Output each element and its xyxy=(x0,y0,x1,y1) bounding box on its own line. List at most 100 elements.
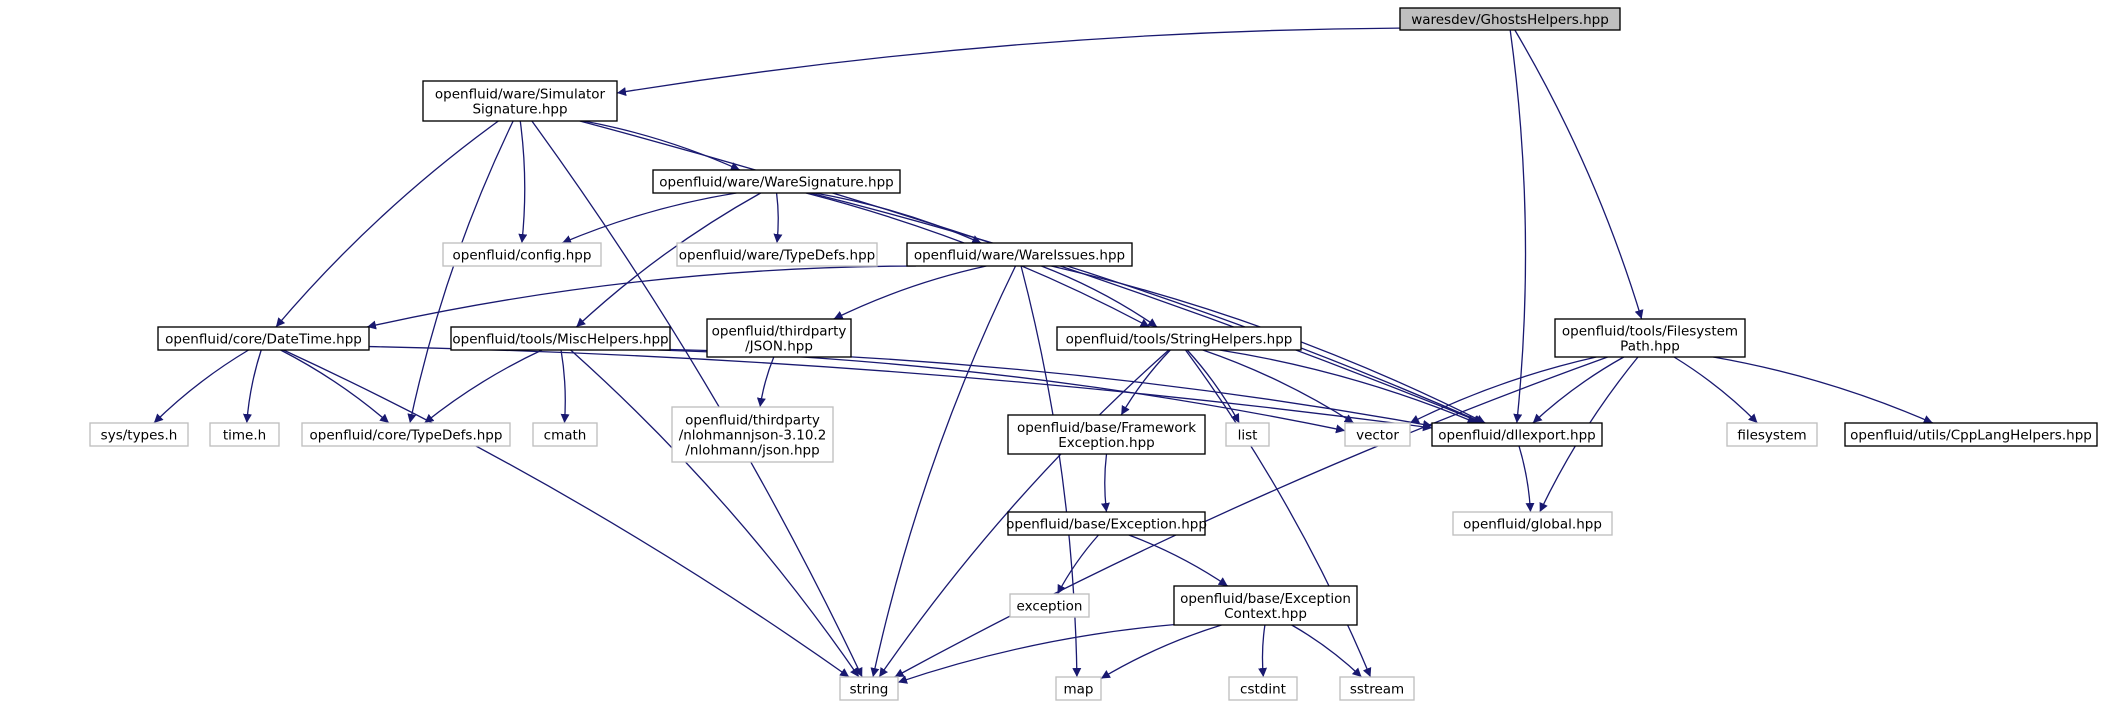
node-label-line: openfluid/dllexport.hpp xyxy=(1438,428,1595,444)
node-box xyxy=(450,326,671,351)
edge-simsig-to-datetime xyxy=(275,120,499,328)
edge-fspath-to-vector xyxy=(1409,356,1597,424)
node-label-line: sstream xyxy=(1350,682,1404,698)
node-label-line: openfluid/base/Exception.hpp xyxy=(1006,517,1207,533)
node-box xyxy=(1844,422,2098,447)
edge-stringhelpers-to-list xyxy=(1186,349,1240,424)
node-label-line: openfluid/tools/StringHelpers.hpp xyxy=(1066,332,1293,348)
node-openfluid-thirdparty-json-hpp[interactable]: openfluid/thirdparty/JSON.hpp xyxy=(706,318,852,358)
node-box xyxy=(906,242,1133,267)
edge-datetime-to-systypes xyxy=(153,349,249,424)
edge-waresig-to-dllexport xyxy=(810,192,1484,424)
node-label-line: Signature.hpp xyxy=(472,102,567,118)
node-openfluid-utils-cpplanghelpers-hpp[interactable]: openfluid/utils/CppLangHelpers.hpp xyxy=(1844,422,2098,447)
node-openfluid-ware-typedefs-hpp: openfluid/ware/TypeDefs.hpp xyxy=(676,242,878,267)
edge-waresig-to-wareissues xyxy=(814,192,982,244)
node-openfluid-config-hpp: openfluid/config.hpp xyxy=(442,242,602,267)
node-list: list xyxy=(1225,422,1270,447)
edge-waresig-to-mischelpers xyxy=(575,192,761,328)
node-label-line: /nlohmann/json.hpp xyxy=(685,443,819,459)
node-box xyxy=(839,676,899,701)
edge-exception-to-stdexception xyxy=(1056,534,1099,595)
node-openfluid-core-typedefs-hpp: openfluid/core/TypeDefs.hpp xyxy=(301,422,511,447)
node-box xyxy=(422,80,618,122)
node-box xyxy=(706,318,852,358)
node-label-line: Path.hpp xyxy=(1620,339,1680,355)
node-box xyxy=(1452,511,1613,536)
node-box xyxy=(1225,422,1270,447)
node-box xyxy=(1399,7,1621,31)
node-cstdint: cstdint xyxy=(1228,676,1298,701)
node-box xyxy=(1009,593,1090,618)
node-label-line: openfluid/utils/CppLangHelpers.hpp xyxy=(1850,428,2092,444)
node-waresdev-ghostshelpers-hpp[interactable]: waresdev/GhostsHelpers.hpp xyxy=(1399,7,1621,31)
node-box xyxy=(1007,511,1206,536)
node-label-line: openfluid/core/TypeDefs.hpp xyxy=(310,428,503,444)
edge-datetime-to-string xyxy=(283,349,850,678)
node-box xyxy=(671,406,834,463)
node-box xyxy=(1726,422,1818,447)
edge-wareissues-to-datetime xyxy=(366,265,917,330)
edge-mischelpers-to-string xyxy=(570,349,860,678)
node-box xyxy=(1007,414,1206,455)
node-openfluid-tools-stringhelpers-hpp[interactable]: openfluid/tools/StringHelpers.hpp xyxy=(1056,326,1302,351)
node-box xyxy=(1173,585,1358,626)
node-openfluid-ware-waresignature-hpp[interactable]: openfluid/ware/WareSignature.hpp xyxy=(652,169,901,194)
node-label-line: openfluid/base/Framework xyxy=(1017,420,1196,436)
node-time-h: time.h xyxy=(209,422,280,447)
edge-exccontext-to-map xyxy=(1100,624,1222,680)
node-label-line: vector xyxy=(1356,428,1399,444)
node-openfluid-dllexport-hpp[interactable]: openfluid/dllexport.hpp xyxy=(1431,422,1603,447)
node-exception: exception xyxy=(1009,593,1090,618)
node-label-line: openfluid/ware/WareIssues.hpp xyxy=(914,248,1125,264)
node-openfluid-ware-wareissues-hpp[interactable]: openfluid/ware/WareIssues.hpp xyxy=(906,242,1133,267)
edge-mischelpers-to-cmath xyxy=(560,349,570,424)
node-sstream: sstream xyxy=(1339,676,1415,701)
edge-datetime-to-coretypedefs xyxy=(280,349,390,424)
node-label-line: exception xyxy=(1017,599,1083,615)
node-box xyxy=(1055,676,1102,701)
edge-stringhelpers-to-vector xyxy=(1202,349,1355,424)
node-box xyxy=(1431,422,1603,447)
node-box xyxy=(676,242,878,267)
node-label-line: openfluid/ware/TypeDefs.hpp xyxy=(679,248,876,264)
node-label-line: openfluid/tools/Filesystem xyxy=(1562,324,1738,340)
node-label-line: sys/types.h xyxy=(101,428,178,444)
node-openfluid-thirdparty-nlohmannjson-3-10-2-nlohmann-json-hpp: openfluid/thirdparty/nlohmannjson-3.10.2… xyxy=(671,406,834,463)
node-label-line: openfluid/base/Exception xyxy=(1180,591,1351,607)
node-box xyxy=(1344,422,1411,447)
edge-fspath-to-string xyxy=(894,356,1608,678)
node-openfluid-tools-mischelpers-hpp[interactable]: openfluid/tools/MiscHelpers.hpp xyxy=(450,326,671,351)
edge-fspath-to-filesystem xyxy=(1673,356,1758,424)
node-label-line: openfluid/ware/Simulator xyxy=(435,87,606,103)
edge-root-to-dllexport xyxy=(1509,29,1527,424)
edge-simsig-to-config xyxy=(518,120,528,244)
node-label-line: list xyxy=(1238,428,1258,444)
node-box xyxy=(652,169,901,194)
node-box xyxy=(442,242,602,267)
edge-root-to-fspath xyxy=(1514,29,1644,320)
edge-stringhelpers-to-sstream xyxy=(1184,349,1372,678)
edge-stringhelpers-to-dllexport xyxy=(1219,349,1477,424)
edge-exccontext-to-sstream xyxy=(1291,624,1362,678)
edge-json-to-nlohmann xyxy=(756,356,775,408)
node-openfluid-core-datetime-hpp[interactable]: openfluid/core/DateTime.hpp xyxy=(157,326,370,351)
node-label-line: openfluid/config.hpp xyxy=(453,248,592,264)
node-label-line: time.h xyxy=(223,428,266,444)
edges-layer xyxy=(153,27,1934,684)
node-label-line: cmath xyxy=(544,428,587,444)
node-label-line: /JSON.hpp xyxy=(745,339,813,355)
edge-root-to-simsig xyxy=(616,27,1401,96)
node-box xyxy=(89,422,189,447)
node-label-line: /nlohmannjson-3.10.2 xyxy=(679,428,827,444)
node-label-line: map xyxy=(1064,682,1094,698)
nodes-layer: waresdev/GhostsHelpers.hpp openfluid/ware… xyxy=(89,7,2098,701)
node-sys-types-h: sys/types.h xyxy=(89,422,189,447)
node-openfluid-base-exception-hpp[interactable]: openfluid/base/Exception.hpp xyxy=(1006,511,1207,536)
node-label-line: openfluid/global.hpp xyxy=(1463,517,1602,533)
